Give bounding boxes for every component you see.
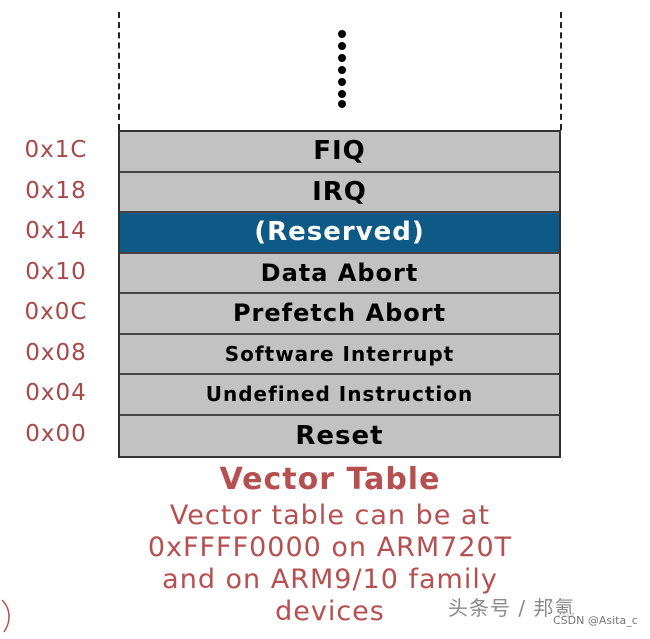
address-label: 0x04 — [25, 380, 87, 407]
vector-entry-fiq: FIQ — [120, 132, 559, 173]
continuation-dots — [337, 30, 347, 110]
address-label: 0x08 — [25, 339, 87, 366]
caption-line: devices — [275, 596, 385, 627]
caption: Vector Table Vector table can be at 0xFF… — [0, 460, 650, 628]
vector-entry-data-abort: Data Abort — [120, 253, 559, 294]
address-label: 0x10 — [25, 258, 87, 285]
vector-table: FIQ IRQ (Reserved) Data Abort Prefetch A… — [118, 130, 561, 458]
corner-stroke-icon — [1, 599, 10, 633]
vector-entry-undefined-instruction: Undefined Instruction — [120, 375, 559, 416]
address-label: 0x0C — [24, 299, 88, 326]
csdn-watermark: CSDN @Asita_c — [553, 614, 638, 627]
caption-line: and on ARM9/10 family — [162, 564, 498, 595]
memory-boundary-left — [118, 12, 120, 130]
dot — [338, 54, 346, 62]
caption-line: 0xFFFF0000 on ARM720T — [147, 532, 513, 563]
memory-boundary-right — [560, 12, 562, 130]
dot — [338, 66, 346, 74]
dot — [338, 30, 346, 38]
vector-entry-irq: IRQ — [120, 172, 559, 213]
address-label: 0x14 — [25, 218, 87, 245]
dot — [338, 42, 346, 50]
dot — [338, 78, 346, 86]
address-label: 0x1C — [24, 137, 88, 164]
dot — [338, 100, 346, 108]
caption-title: Vector Table — [219, 462, 441, 497]
caption-line: Vector table can be at — [169, 500, 491, 531]
address-label: 0x00 — [25, 420, 87, 447]
address-column: 0x1C 0x18 0x14 0x10 0x0C 0x08 0x04 0x00 — [0, 130, 112, 454]
vector-entry-prefetch-abort: Prefetch Abort — [120, 294, 559, 335]
vector-entry-software-interrupt: Software Interrupt — [120, 334, 559, 375]
dot — [338, 90, 346, 98]
vector-entry-reset: Reset — [120, 415, 559, 456]
address-label: 0x18 — [25, 177, 87, 204]
vector-entry-reserved: (Reserved) — [120, 213, 559, 254]
